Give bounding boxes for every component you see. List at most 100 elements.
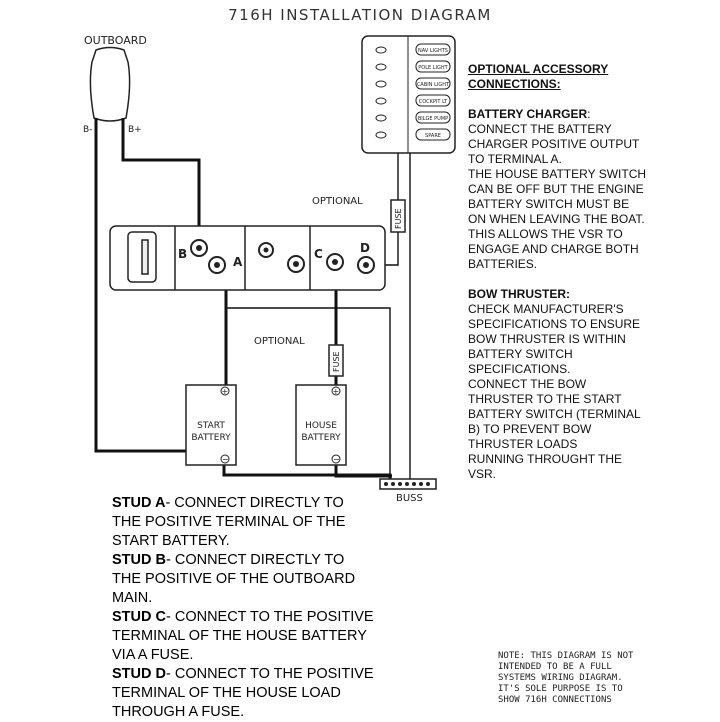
charger-line: ON WHEN LEAVING THE BOAT. bbox=[468, 212, 645, 226]
panel-switch-knob-icon bbox=[375, 114, 387, 122]
house-battery: + − HOUSE BATTERY bbox=[295, 384, 347, 466]
stud-instruction-text: - CONNECT TO THE POSITIVE bbox=[165, 666, 374, 682]
fuse-mid-label: FUSE bbox=[332, 351, 341, 372]
outboard-pos-label: B+ bbox=[128, 125, 142, 135]
charger-line: BATTERIES. bbox=[468, 257, 538, 271]
stud-c-terminal bbox=[287, 255, 305, 273]
charger-line: CHARGER POSITIVE OUTPUT bbox=[468, 137, 640, 151]
panel-switch-label-box bbox=[415, 128, 451, 141]
accessory-heading-2: CONNECTIONS: bbox=[468, 77, 561, 91]
house-battery-neg: − bbox=[333, 455, 340, 464]
diagram-title: 716H INSTALLATION DIAGRAM bbox=[228, 6, 492, 24]
thruster-line: RUNNING THROUGHT THE bbox=[468, 452, 623, 466]
buss-bar bbox=[379, 478, 437, 490]
stud-instruction-text: START BATTERY. bbox=[112, 533, 230, 549]
note-line: INTENDED TO BE A FULL bbox=[498, 662, 612, 672]
panel-switch-row: CABIN LIGHT bbox=[375, 77, 451, 90]
panel-switch-knob-icon bbox=[375, 46, 387, 54]
outboard-label: OUTBOARD bbox=[84, 34, 147, 47]
stud-instruction-label: STUD A bbox=[112, 495, 166, 511]
stud-instruction-text: VIA A FUSE. bbox=[112, 647, 194, 663]
charger-title: BATTERY CHARGER bbox=[468, 107, 588, 121]
panel-switch-label: NAV LIGHTS bbox=[418, 48, 448, 54]
stud-instruction-text: - CONNECT DIRECTLY TO bbox=[165, 495, 344, 511]
main-wires bbox=[94, 118, 392, 479]
stud-instruction-text: THE POSITIVE OF THE OUTBOARD bbox=[112, 571, 356, 587]
fuse-top: FUSE bbox=[390, 199, 406, 233]
thruster-line: BATTERY SWITCH (TERMINAL bbox=[468, 407, 641, 421]
outboard-positive-wire bbox=[121, 118, 201, 246]
stud-instruction-text: MAIN. bbox=[112, 590, 153, 606]
stud-instruction-label: STUD C bbox=[112, 609, 166, 625]
charger-line: CONNECT THE BATTERY bbox=[468, 122, 612, 136]
panel-switch-label-box bbox=[415, 60, 451, 73]
charger-line: CAN BE OFF BUT THE ENGINE bbox=[468, 182, 644, 196]
optional-label-mid: OPTIONAL bbox=[254, 336, 305, 347]
stud-c2-terminal bbox=[326, 253, 344, 271]
panel-switch-knob-icon bbox=[375, 131, 387, 139]
optional-label-top: OPTIONAL bbox=[312, 196, 363, 207]
thruster-line: CHECK MANUFACTURER'S bbox=[468, 302, 624, 316]
panel-switch-label: COCKPIT LT bbox=[419, 99, 448, 105]
note-line: NOTE: THIS DIAGRAM IS NOT bbox=[498, 651, 634, 661]
stud-instruction-text: THROUGH A FUSE. bbox=[112, 704, 245, 720]
panel-switch-label: BILGE PUMP bbox=[418, 116, 448, 122]
thruster-line: BOW THRUSTER IS WITHIN bbox=[468, 332, 626, 346]
house-battery-pos: + bbox=[333, 387, 340, 396]
charger-line: THE HOUSE BATTERY SWITCH bbox=[468, 167, 647, 181]
stud-instruction-text: TERMINAL OF THE HOUSE LOAD bbox=[112, 685, 341, 701]
house-battery-label-1: HOUSE bbox=[305, 421, 337, 431]
charger-line: BATTERY SWITCH MUST BE bbox=[468, 197, 630, 211]
note-line: IT'S SOLE PURPOSE IS TO bbox=[498, 684, 623, 694]
panel-switch-row: POLE LIGHT bbox=[375, 60, 451, 73]
stud-a-label: A bbox=[233, 255, 243, 269]
stud-instruction-label: STUD B bbox=[112, 552, 166, 568]
start-battery-neg: − bbox=[222, 455, 229, 464]
thruster-title: BOW THRUSTER: bbox=[468, 287, 570, 301]
thruster-line: SPECIFICATIONS. bbox=[468, 362, 571, 376]
thruster-line: SPECIFICATIONS TO ENSURE bbox=[468, 317, 641, 331]
panel-switch-knob-icon bbox=[375, 97, 387, 105]
charger-return-wire bbox=[225, 307, 391, 484]
outboard-motor-icon bbox=[89, 46, 131, 122]
house-negative-wire bbox=[334, 465, 392, 478]
vsr-switch-body bbox=[109, 225, 386, 291]
stud-instruction-text: - CONNECT TO THE POSITIVE bbox=[165, 609, 374, 625]
house-battery-label-2: BATTERY bbox=[301, 433, 341, 443]
panel-switch-knob-icon bbox=[375, 63, 387, 71]
stud-d-terminal bbox=[357, 256, 375, 274]
start-battery-pos: + bbox=[222, 387, 229, 396]
thruster-line: BATTERY SWITCH bbox=[468, 347, 573, 361]
thruster-line: THRUSTER TO THE START bbox=[468, 392, 622, 406]
outboard-negative-wire bbox=[94, 118, 224, 453]
outboard-neg-label: B- bbox=[83, 125, 92, 135]
panel-switch-row: NAV LIGHTS bbox=[375, 43, 451, 56]
note-line: SYSTEMS WIRING DIAGRAM. bbox=[498, 673, 623, 683]
buss-label: BUSS bbox=[396, 493, 423, 504]
thruster-line: THRUSTER LOADS bbox=[468, 437, 578, 451]
start-battery: + − START BATTERY bbox=[185, 384, 237, 466]
stud-instruction-text: TERMINAL OF THE HOUSE BATTERY bbox=[112, 628, 367, 644]
stud-b-terminal bbox=[190, 239, 208, 257]
panel-switch-list: NAV LIGHTS POLE LIGHT CABIN LIGHT COCKPIT L… bbox=[375, 43, 451, 141]
start-battery-label-2: BATTERY bbox=[191, 433, 231, 443]
panel-switch-label: POLE LIGHT bbox=[418, 65, 448, 71]
accessory-notes: OPTIONAL ACCESSORY CONNECTIONS: BATTERY … bbox=[468, 62, 718, 482]
charger-line: ENGAGE AND CHARGE BOTH bbox=[468, 242, 639, 256]
stud-b-label: B bbox=[178, 247, 187, 261]
stud-instruction-label: STUD D bbox=[112, 666, 166, 682]
stud-d-label: D bbox=[360, 241, 370, 255]
fuse-top-label: FUSE bbox=[394, 208, 403, 229]
stud-instruction-text: - CONNECT DIRECTLY TO bbox=[165, 552, 345, 568]
panel-switch-label: SPARE bbox=[425, 133, 441, 139]
panel-switch-label: CABIN LIGHT bbox=[417, 82, 450, 88]
panel-switch-label-box bbox=[415, 111, 451, 124]
panel-switch-knob-icon bbox=[375, 80, 387, 88]
note-line: SHOW 716H CONNECTIONS bbox=[498, 695, 612, 705]
thruster-line: CONNECT THE BOW bbox=[468, 377, 587, 391]
